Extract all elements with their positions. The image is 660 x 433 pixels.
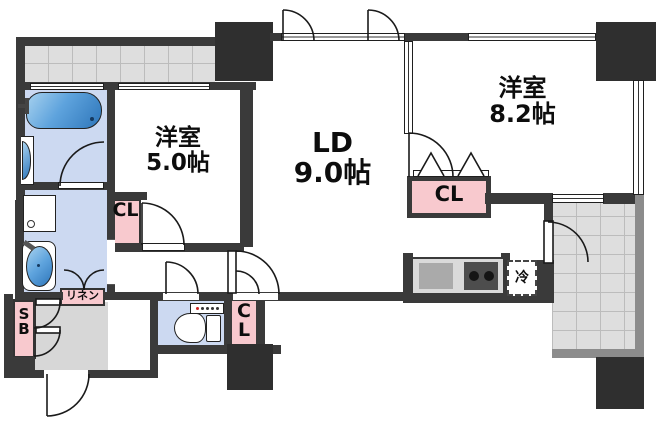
room-size: 9.0帖	[293, 156, 372, 190]
room-label-living: LD 9.0帖	[275, 126, 390, 190]
indicator-dot	[200, 307, 204, 310]
wall-segment	[540, 261, 554, 301]
washer-pan-icon	[23, 195, 56, 232]
wall-segment	[603, 193, 644, 204]
indicator-dot	[210, 307, 214, 310]
wall-segment	[158, 292, 408, 301]
window	[633, 80, 644, 195]
balcony-wall	[635, 194, 644, 358]
room-name: LD	[311, 126, 354, 159]
basin-drain-icon	[37, 264, 40, 267]
indicator-dot	[215, 307, 219, 310]
wall-segment	[403, 294, 554, 303]
door-leaf	[58, 182, 104, 189]
wall-segment	[103, 292, 159, 300]
washer-drain-icon	[27, 220, 35, 228]
wall-segment	[16, 37, 216, 46]
door-opening	[233, 293, 278, 300]
faucet-icon	[25, 98, 29, 114]
wall-segment	[256, 299, 265, 345]
pillar-block	[215, 22, 273, 81]
wall-segment	[15, 292, 63, 300]
closet-label: CL	[434, 182, 464, 206]
faucet-icon	[18, 104, 27, 108]
wall-segment	[403, 253, 413, 303]
entrance-opening	[44, 370, 88, 378]
window	[552, 194, 604, 203]
window	[118, 83, 210, 90]
indicator-dot	[205, 307, 209, 310]
window	[468, 33, 596, 41]
wall-segment	[270, 33, 283, 41]
wall-segment	[150, 292, 158, 378]
wall-segment	[405, 33, 415, 41]
balcony-bottom-right	[552, 202, 636, 350]
indicator-dot	[195, 307, 199, 310]
door-opening	[163, 293, 199, 300]
wall-segment	[485, 193, 553, 204]
wall-segment	[12, 357, 35, 372]
room-label-bedroom2: 洋室 8.2帖	[460, 74, 585, 128]
closet-hall-box	[232, 300, 256, 345]
room-size: 5.0帖	[146, 149, 210, 176]
wall-segment	[4, 294, 13, 378]
door-swing-arc	[235, 250, 280, 295]
bathtub-drain-icon	[90, 117, 94, 121]
pillar-block	[227, 344, 273, 390]
toilet-control-panel	[190, 303, 224, 314]
door-swing-arc	[165, 261, 199, 295]
shoe-box-label: SB	[18, 305, 30, 338]
burner-icon	[484, 271, 494, 281]
wall-segment	[16, 37, 25, 204]
fridge-label: 冷	[515, 270, 529, 286]
wall-segment	[501, 253, 510, 303]
wall-segment	[240, 82, 253, 247]
linen-label: リネン	[66, 289, 99, 302]
bathtub-icon	[26, 92, 102, 129]
room-name: 洋室	[155, 125, 201, 151]
door-swing-arc	[235, 270, 260, 295]
wall-segment	[150, 345, 281, 354]
room-label-bedroom1: 洋室 5.0帖	[123, 126, 233, 176]
window	[30, 83, 104, 90]
closet-front-line	[413, 170, 489, 177]
wall-segment	[107, 82, 115, 294]
window	[281, 33, 405, 41]
pillar-block	[596, 22, 656, 81]
sliding-partition	[404, 41, 413, 134]
wall-segment	[413, 33, 469, 41]
wall-segment	[107, 192, 147, 200]
fridge-space	[507, 260, 537, 296]
closet-label: CL	[237, 300, 251, 341]
toilet-bowl-icon	[174, 313, 206, 343]
balcony-top-left	[24, 45, 215, 83]
wall-segment	[544, 202, 553, 223]
burner-icon	[469, 271, 479, 281]
door-leaf	[142, 243, 185, 251]
closet-label: CL	[112, 199, 139, 221]
door-swing-arc	[46, 373, 90, 417]
entry-floor	[33, 302, 108, 372]
door-opening	[107, 239, 115, 285]
balcony-wall	[552, 349, 636, 358]
pillar-block	[596, 357, 644, 409]
room-size: 8.2帖	[489, 99, 556, 128]
kitchen-sink-icon	[419, 263, 453, 289]
wall-segment	[224, 299, 232, 345]
door-swing-arc	[141, 202, 185, 246]
toilet-tank-icon	[206, 315, 221, 342]
door-leaf	[227, 250, 237, 294]
wall-segment	[15, 200, 24, 294]
room-name: 洋室	[498, 74, 547, 102]
